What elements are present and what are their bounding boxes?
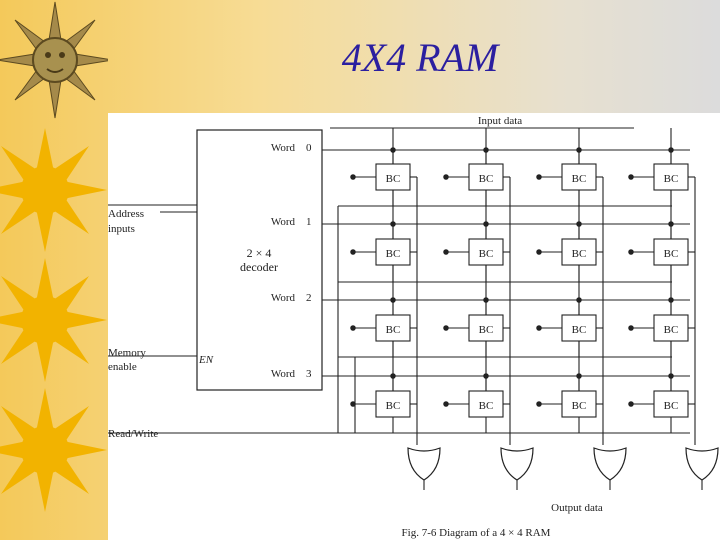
bit-cell xyxy=(561,314,597,342)
bit-cell-label: BC xyxy=(479,400,494,412)
word-index: 0 xyxy=(306,142,312,154)
junction-dot xyxy=(576,373,582,379)
memory-enable-label: Memory xyxy=(108,347,146,359)
bit-cell xyxy=(653,390,689,418)
junction-dot xyxy=(628,249,634,255)
memory-enable-label: enable xyxy=(108,361,137,373)
enable-label: EN xyxy=(198,354,214,366)
decoder-label: decoder xyxy=(240,260,278,274)
junction-dot xyxy=(350,174,356,180)
bit-cell xyxy=(375,238,411,266)
medallion-sun-icon xyxy=(0,1,108,119)
word-label: Word xyxy=(271,292,296,304)
junction-dot xyxy=(576,147,582,153)
address-label: Address xyxy=(108,208,144,220)
junction-dot xyxy=(350,249,356,255)
word-index: 1 xyxy=(306,216,312,228)
junction-dot xyxy=(390,297,396,303)
junction-dot xyxy=(628,325,634,331)
sun-icon xyxy=(0,388,107,512)
bit-cell-label: BC xyxy=(664,248,679,260)
sun-icon xyxy=(0,258,107,382)
or-gate xyxy=(593,447,627,481)
output-data-label: Output data xyxy=(551,502,603,514)
junction-dot xyxy=(483,147,489,153)
junction-dot xyxy=(443,401,449,407)
junction-dot xyxy=(668,297,674,303)
bit-cell xyxy=(468,390,504,418)
bit-cell xyxy=(653,163,689,191)
or-gate xyxy=(407,447,441,481)
word-label: Word xyxy=(271,216,296,228)
slide-title: 4X4 RAM xyxy=(341,35,499,80)
junction-dot xyxy=(576,221,582,227)
bit-cell-label: BC xyxy=(479,324,494,336)
junction-dot xyxy=(628,174,634,180)
bit-cell-label: BC xyxy=(572,400,587,412)
sun-decoration-strip xyxy=(0,1,108,512)
bit-cell xyxy=(561,163,597,191)
word-label: Word xyxy=(271,368,296,380)
address-label: inputs xyxy=(108,223,135,235)
bit-cell xyxy=(375,390,411,418)
bit-cell-label: BC xyxy=(386,248,401,260)
junction-dot xyxy=(668,373,674,379)
junction-dot xyxy=(483,373,489,379)
bit-cell xyxy=(468,238,504,266)
bit-cell-label: BC xyxy=(479,248,494,260)
decoder-box xyxy=(196,129,323,391)
junction-dot xyxy=(668,221,674,227)
word-index: 3 xyxy=(306,368,312,380)
junction-dot xyxy=(628,401,634,407)
bit-cell xyxy=(653,238,689,266)
bit-cell xyxy=(468,163,504,191)
bit-cell xyxy=(375,163,411,191)
bit-cell-label: BC xyxy=(479,173,494,185)
bit-cell-label: BC xyxy=(572,324,587,336)
bit-cell xyxy=(561,390,597,418)
word-index: 2 xyxy=(306,292,312,304)
read-write-label: Read/Write xyxy=(108,428,158,440)
junction-dot xyxy=(576,297,582,303)
junction-dot xyxy=(350,401,356,407)
junction-dot xyxy=(536,249,542,255)
junction-dot xyxy=(483,221,489,227)
decoder-label: 2 × 4 xyxy=(247,246,272,260)
junction-dot xyxy=(350,325,356,331)
junction-dot xyxy=(390,147,396,153)
bit-cell xyxy=(468,314,504,342)
input-data-label: Input data xyxy=(478,115,522,127)
bit-cell-label: BC xyxy=(664,400,679,412)
or-gate xyxy=(685,447,719,481)
junction-dot xyxy=(536,401,542,407)
junction-dot xyxy=(443,174,449,180)
bit-cell-label: BC xyxy=(386,173,401,185)
bit-cell-label: BC xyxy=(386,400,401,412)
bit-cell-label: BC xyxy=(664,173,679,185)
junction-dot xyxy=(483,297,489,303)
word-label: Word xyxy=(271,142,296,154)
bit-cell-label: BC xyxy=(664,324,679,336)
junction-dot xyxy=(536,325,542,331)
bit-cell xyxy=(375,314,411,342)
bit-cell-label: BC xyxy=(572,248,587,260)
junction-dot xyxy=(668,147,674,153)
bit-cell-label: BC xyxy=(572,173,587,185)
sun-icon xyxy=(0,128,107,252)
junction-dot xyxy=(536,174,542,180)
bit-cell-label: BC xyxy=(386,324,401,336)
figure-caption: Fig. 7-6 Diagram of a 4 × 4 RAM xyxy=(402,527,551,539)
junction-dot xyxy=(390,373,396,379)
junction-dot xyxy=(390,221,396,227)
or-gate xyxy=(500,447,534,481)
bit-cell xyxy=(561,238,597,266)
junction-dot xyxy=(443,249,449,255)
bit-cell xyxy=(653,314,689,342)
junction-dot xyxy=(443,325,449,331)
